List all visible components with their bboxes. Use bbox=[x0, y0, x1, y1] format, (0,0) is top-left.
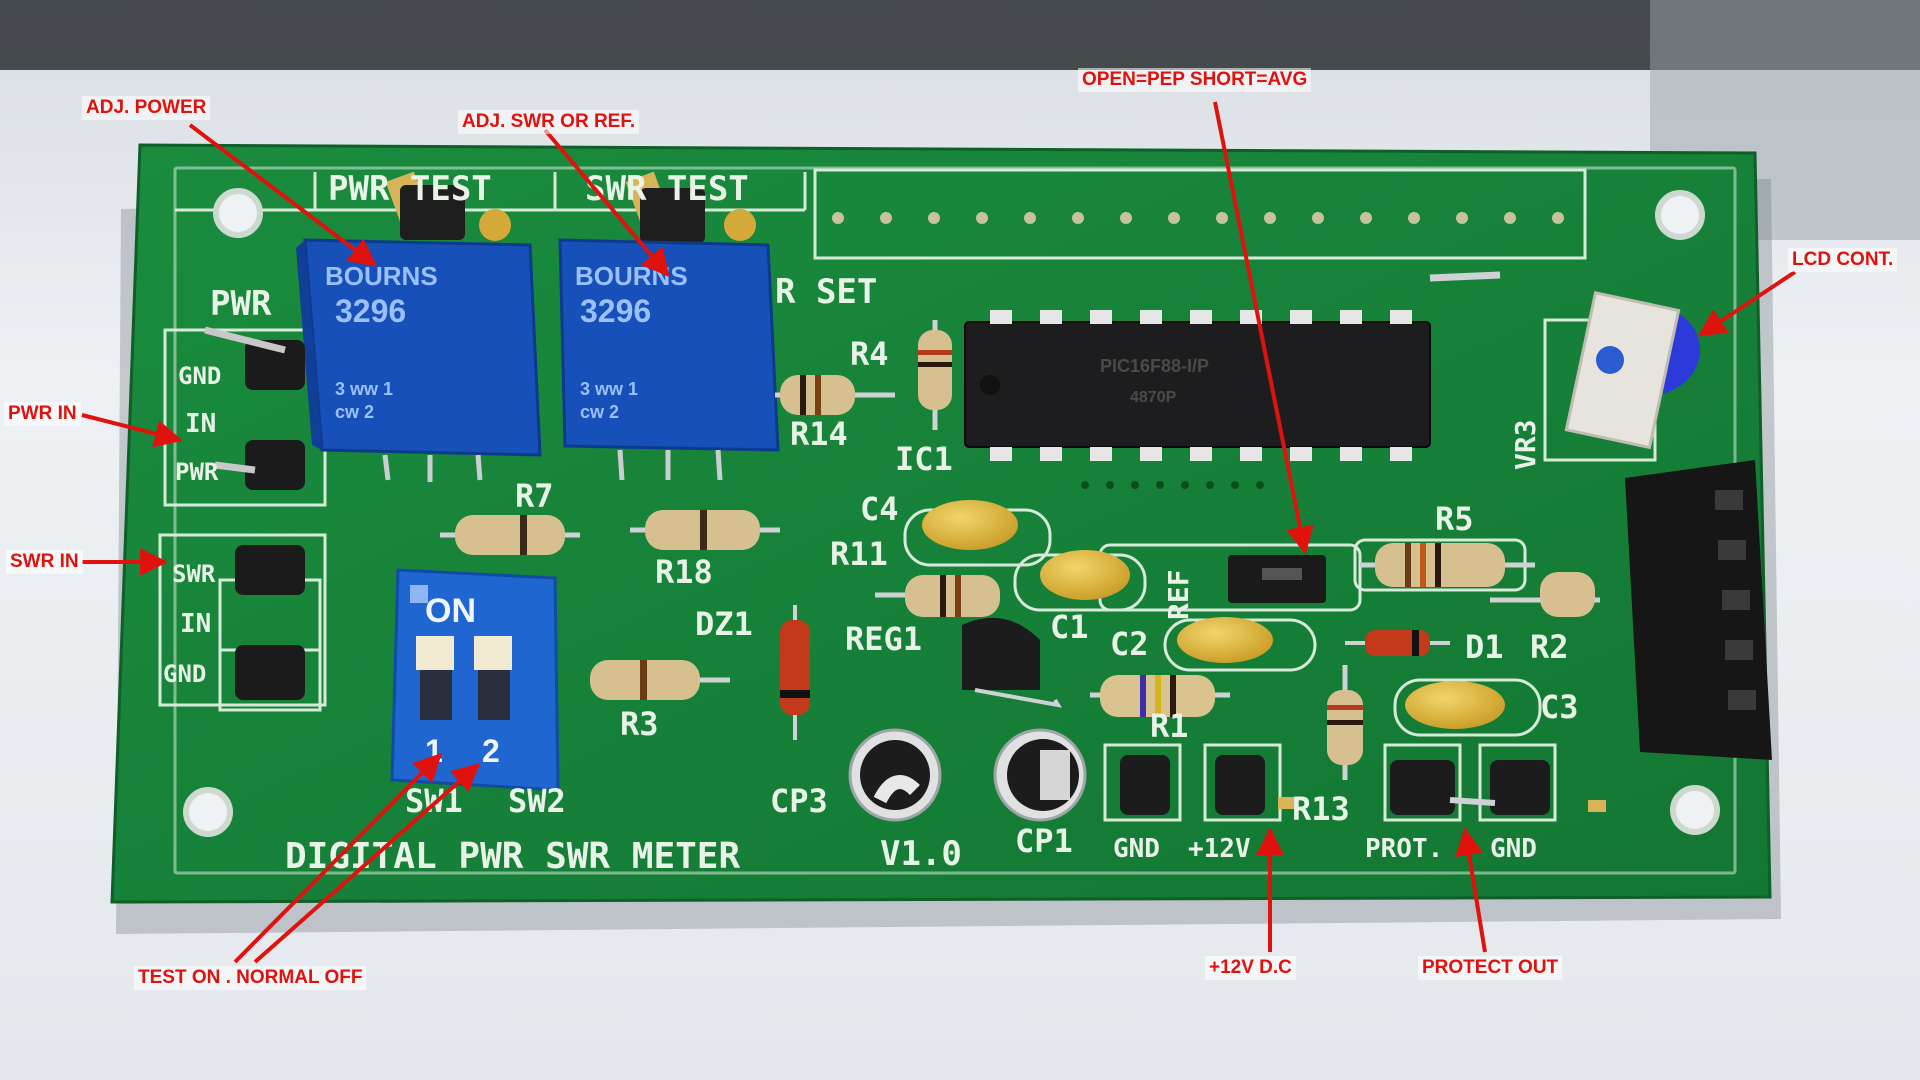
jumper-pep-avg bbox=[1228, 555, 1326, 603]
silk-gnd-left: GND bbox=[178, 362, 221, 390]
silk-in-top: IN bbox=[185, 409, 216, 439]
callout-lcd-cont: LCD CONT. bbox=[1788, 248, 1898, 272]
lcd-contrast-pot bbox=[1429, 271, 1700, 450]
power-pins bbox=[1120, 755, 1606, 815]
regulator bbox=[962, 617, 1062, 708]
label-cp3: CP3 bbox=[770, 782, 828, 820]
label-c3: C3 bbox=[1540, 688, 1579, 726]
trimpot1-cw: cw 2 bbox=[335, 402, 374, 422]
callout-test-on: TEST ON . NORMAL OFF bbox=[134, 966, 367, 990]
electrolytic-caps bbox=[848, 728, 1087, 822]
lcd-socket-header bbox=[1625, 460, 1772, 760]
label-r1: R1 bbox=[1150, 707, 1189, 745]
annotation-arrows bbox=[81, 101, 1797, 964]
label-r13: R13 bbox=[1292, 790, 1350, 828]
label-c1: C1 bbox=[1050, 608, 1089, 646]
capacitors bbox=[922, 500, 1505, 729]
dip-switch bbox=[390, 568, 560, 792]
trimpot2-model: 3296 bbox=[580, 293, 651, 329]
trimpot2-marking: 3 ww 1 bbox=[580, 379, 638, 399]
trimpot-swr bbox=[558, 171, 780, 452]
silk-pwr-test: PWR TEST bbox=[328, 169, 492, 209]
resistors bbox=[440, 320, 1600, 780]
label-reg1: REG1 bbox=[845, 620, 922, 658]
callout-plus12v: +12V D.C bbox=[1205, 956, 1296, 980]
trimpot1-brand: BOURNS bbox=[325, 261, 438, 291]
input-connectors bbox=[204, 326, 305, 700]
silk-pwr: PWR bbox=[210, 284, 272, 324]
callout-protect-out: PROTECT OUT bbox=[1418, 956, 1563, 980]
label-ic1: IC1 bbox=[895, 440, 953, 478]
label-r2: R2 bbox=[1530, 628, 1569, 666]
dip-2-label: 2 bbox=[482, 733, 500, 769]
trimpot2-cw: cw 2 bbox=[580, 402, 619, 422]
callout-pwr-in: PWR IN bbox=[4, 402, 81, 426]
dip-on-label: ON bbox=[425, 592, 476, 630]
label-dz1: DZ1 bbox=[695, 605, 753, 643]
silk-gnd-prot: GND bbox=[1490, 834, 1537, 864]
label-r4: R4 bbox=[850, 335, 889, 373]
silk-in-bottom: IN bbox=[180, 609, 211, 639]
trimpot2-brand: BOURNS bbox=[575, 261, 688, 291]
label-r7: R7 bbox=[515, 477, 554, 515]
silk-prot: PROT. bbox=[1365, 834, 1443, 864]
label-r3: R3 bbox=[620, 705, 659, 743]
silk-ref: REF bbox=[1162, 569, 1195, 620]
ic-marking-1: PIC16F88-I/P bbox=[1100, 356, 1209, 376]
ic-marking-2: 4870P bbox=[1130, 389, 1177, 406]
callout-jumper-mode: OPEN=PEP SHORT=AVG bbox=[1078, 68, 1312, 92]
label-d1: D1 bbox=[1465, 628, 1504, 666]
label-r14: R14 bbox=[790, 415, 848, 453]
silk-r-set: R SET bbox=[775, 272, 877, 312]
ic1-chip bbox=[964, 310, 1431, 461]
label-cp1: CP1 bbox=[1015, 822, 1073, 860]
silk-plus12v: +12V bbox=[1188, 834, 1251, 864]
label-r18: R18 bbox=[655, 553, 713, 591]
label-c2: C2 bbox=[1110, 625, 1149, 663]
trimpot-power bbox=[296, 171, 542, 457]
label-c4: C4 bbox=[860, 490, 899, 528]
silk-gnd-bottom: GND bbox=[163, 660, 206, 688]
trimpot1-marking: 3 ww 1 bbox=[335, 379, 393, 399]
silk-swr-small: SWR bbox=[172, 560, 216, 588]
silk-version: V1.0 bbox=[880, 834, 962, 874]
silk-sw2: SW2 bbox=[508, 782, 566, 820]
silk-pwr-small: PWR bbox=[175, 458, 219, 486]
callout-swr-in: SWR IN bbox=[6, 550, 83, 574]
label-r5: R5 bbox=[1435, 500, 1474, 538]
label-r11: R11 bbox=[830, 535, 888, 573]
silk-swr-test: SWR TEST bbox=[585, 169, 749, 209]
trimpot1-model: 3296 bbox=[335, 293, 406, 329]
callout-adj-power: ADJ. POWER bbox=[82, 96, 211, 120]
silk-vr3: VR3 bbox=[1509, 419, 1542, 470]
callout-adj-swr: ADJ. SWR OR REF. bbox=[458, 110, 640, 134]
silk-gnd-power: GND bbox=[1113, 834, 1160, 864]
